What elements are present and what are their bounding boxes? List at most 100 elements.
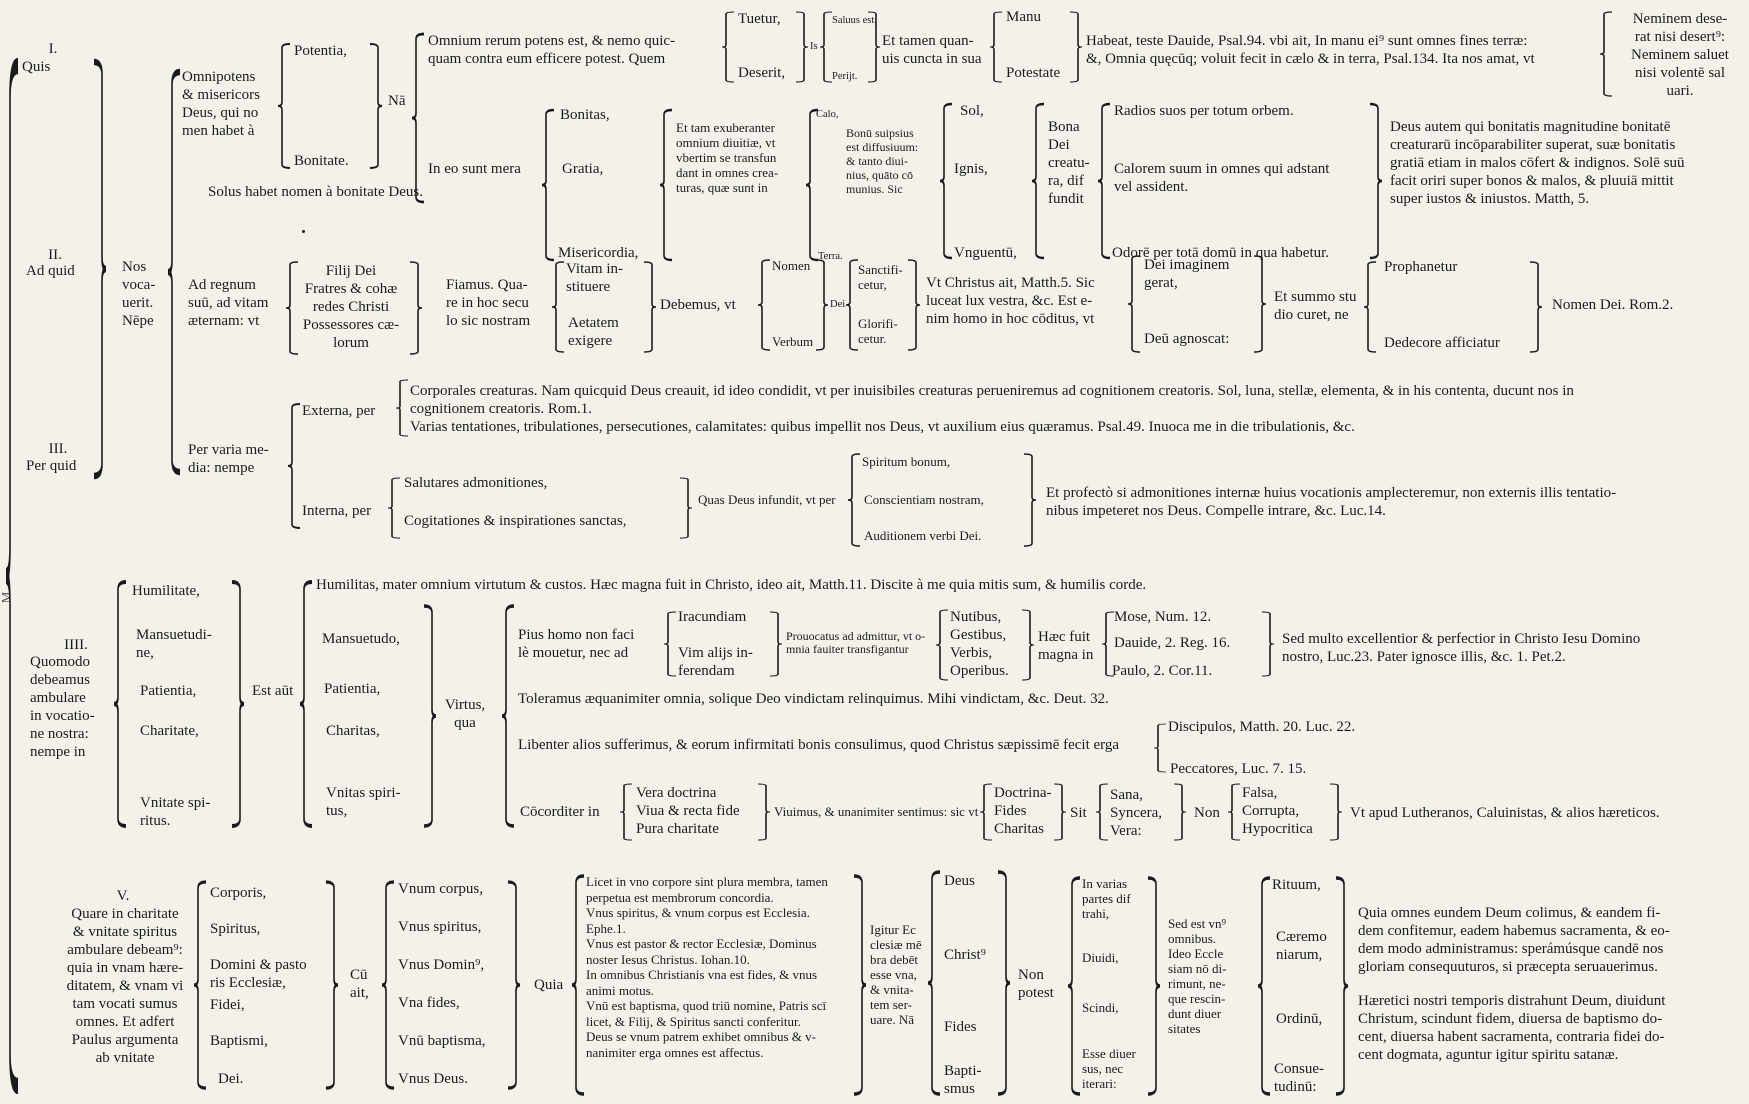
cogitationes-text: Cogitationes & inspirationes sanctas,	[404, 513, 627, 529]
vnus-spiritus-label: Vnus spiritus,	[398, 919, 482, 935]
brace-cu-ait	[325, 880, 339, 1090]
brace-vitam-right	[643, 261, 657, 353]
vnguentum-label: Vnguentū,	[954, 245, 1017, 261]
brace-bona-dei	[1031, 102, 1045, 260]
brace-nos-vocauerit	[167, 68, 181, 476]
prouocatus-text: Prouocatus ad admittur, vt o- mnia fauit…	[786, 629, 926, 656]
brace-vera-doctrina	[619, 783, 633, 841]
radios-text: Radios suos per totum orbem.	[1114, 103, 1294, 119]
fides-list-label: Fides	[944, 1019, 977, 1035]
misericordia-label: Misericordia,	[558, 245, 639, 261]
brace-sol-list	[939, 102, 953, 260]
brace-discipulos	[1153, 723, 1167, 773]
vt-christus-text: Vt Christus ait, Matth.5. Sic luceat lux…	[926, 275, 1095, 327]
cocorditer-label: Cōcorditer in	[520, 804, 600, 820]
brace-licet	[571, 874, 585, 1096]
brace-nomen-right	[815, 259, 829, 351]
brace-falsa-right	[1329, 783, 1343, 841]
deus-list-label: Deus	[944, 873, 975, 889]
brace-licet-right	[853, 874, 867, 1096]
non-potest-label: Non potest	[1018, 967, 1054, 1001]
sed-est-text: Sed est vn⁹ omnibus. Ideo Eccle siam nō …	[1168, 916, 1227, 1036]
per-varia: Per varia me- dia: nempe	[188, 442, 269, 476]
brace-rituum-right	[1335, 876, 1349, 1096]
domini-label: Domini & pasto ris Ecclesiæ,	[210, 957, 307, 991]
glorificetur-label: Glorifi- cetur.	[858, 316, 898, 346]
question-2-number: II.	[48, 247, 62, 263]
brace-filij	[285, 261, 299, 355]
sanctificetur-label: Sanctifi- cetur,	[858, 262, 903, 292]
brace-vera-doctrina-right	[757, 783, 771, 841]
question-3-number: III.	[48, 441, 68, 457]
toleramus-text: Toleramus æquanimiter omnia, solique Deo…	[518, 691, 1109, 707]
brace-nutibus-right	[1021, 609, 1035, 681]
salutares-text: Salutares admonitiones,	[404, 475, 548, 491]
brace-quem	[721, 11, 735, 83]
gratia-label: Gratia,	[562, 161, 604, 177]
mansuetudo-label: Mansuetudo,	[322, 631, 400, 647]
caeremoniarum-label: Cæremo niarum,	[1276, 929, 1327, 963]
deserit-label: Deserit,	[738, 65, 786, 81]
pius-text: Pius homo non faci lè mouetur, nec ad	[518, 627, 635, 661]
fidei-label: Fidei,	[210, 997, 245, 1013]
vitam-text: Vitam in- stituere	[566, 261, 624, 295]
bonitas-label: Bonitas,	[560, 107, 610, 123]
brace-est-aut	[231, 580, 245, 828]
brace-mose-right	[1261, 611, 1275, 677]
est-aut-label: Est aūt	[252, 683, 294, 699]
brace-sanctificetur	[845, 259, 859, 351]
brace-bonitas-list	[541, 108, 555, 262]
dauide-ref: Dauide, 2. Reg. 16.	[1114, 635, 1231, 651]
spiritus-label: Spiritus,	[210, 921, 261, 937]
brace-main-left	[5, 57, 19, 1095]
haeretici-text: Hæretici nostri temporis distrahunt Deum…	[1358, 993, 1666, 1063]
quia-omnes-text: Quia omnes eundem Deum colimus, & eandem…	[1358, 905, 1670, 975]
brace-filij-right	[409, 261, 423, 355]
in-varias-text: In varias partes dif trahi,	[1082, 876, 1131, 921]
brace-corporis-list	[193, 880, 207, 1090]
falsa-text: Falsa, Corrupta, Hypocritica	[1242, 785, 1313, 837]
licet-text: Licet in vno corpore sint plura membra, …	[586, 874, 828, 1060]
brace-quia	[507, 880, 521, 1090]
saluus-label: Saluus est,	[832, 15, 877, 26]
brace-deus-list-right	[997, 870, 1011, 1096]
scindi-label: Scindi,	[1082, 1000, 1119, 1015]
dei-label: Dei	[830, 299, 846, 310]
question-1-number: I.	[48, 41, 58, 57]
vnitas-label: Vnitas spiri- tus,	[326, 785, 401, 819]
prophanetur-label: Prophanetur	[1384, 259, 1458, 275]
non-label: Non	[1194, 805, 1220, 821]
mansuetudine-label: Mansuetudi- ne,	[136, 627, 212, 661]
nutibus-text: Nutibus, Gestibus, Verbis, Operibus.	[950, 609, 1009, 679]
charitas-label: Charitas,	[326, 723, 380, 739]
brace-neminem	[1599, 11, 1613, 97]
question-3: Per quid	[26, 458, 77, 474]
haec-fuit: Hæc fuit magna in	[1038, 629, 1094, 663]
brace-saluus	[819, 11, 833, 83]
et-tamen: Et tamen quan- uis cuncta in sua	[882, 33, 982, 67]
brace-falsa	[1227, 783, 1241, 841]
peccatores-ref: Peccatores, Luc. 7. 15.	[1170, 761, 1307, 777]
deus-autem-text: Deus autem qui bonitatis magnitudine bon…	[1390, 119, 1685, 207]
brace-spiritum-right	[1023, 453, 1037, 547]
calo-label: Calo,	[816, 109, 839, 120]
brace-salutares	[387, 477, 401, 539]
brace-mose	[1101, 611, 1115, 677]
spiritum-label: Spiritum bonum,	[862, 454, 951, 469]
brace-is	[795, 11, 809, 83]
varias-text: Varias tentationes, tribulationes, perse…	[410, 419, 1355, 435]
brace-deus-list	[927, 870, 941, 1096]
bonum-text: Bonū suipsius est diffusiuum: & tanto di…	[846, 126, 919, 196]
vt-apud-text: Vt apud Lutheranos, Caluinistas, & alios…	[1350, 805, 1660, 821]
libenter-text: Libenter alios sufferimus, & eorum infir…	[518, 737, 1120, 753]
potestate-label: Potestate	[1006, 65, 1061, 81]
rituum-label: Rituum,	[1272, 877, 1321, 893]
brace-na	[369, 43, 383, 169]
virtus-qua: Virtus, qua	[444, 697, 486, 731]
brace-vnum-corpus	[381, 880, 395, 1090]
corporis-label: Corporis,	[210, 885, 267, 901]
sol-label: Sol,	[960, 103, 984, 119]
et-tam-text: Et tam exuberanter omnium diuitiæ, vt vb…	[676, 120, 779, 195]
brace-sanctificetur-right	[907, 259, 921, 351]
manu-label: Manu	[1006, 9, 1041, 25]
